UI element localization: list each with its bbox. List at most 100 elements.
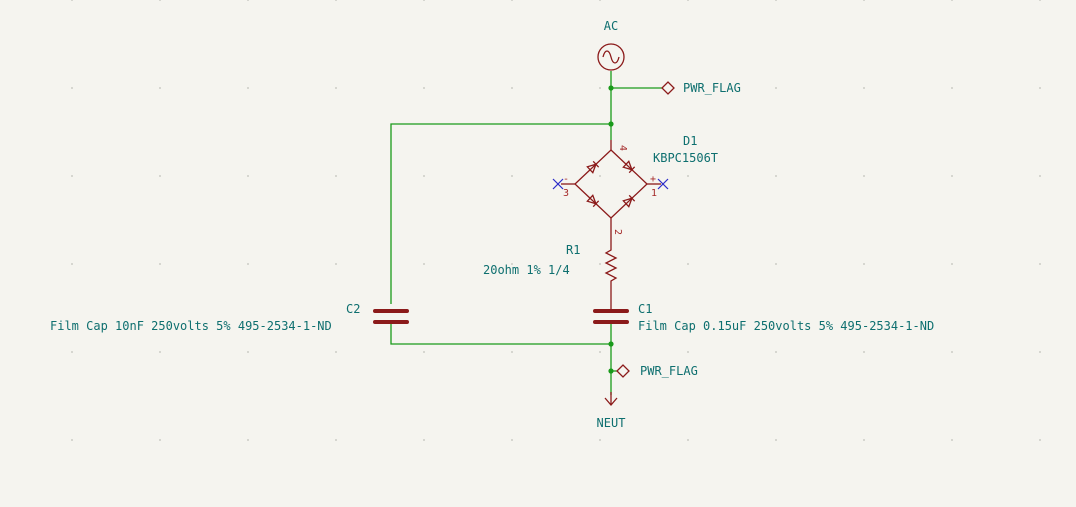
grid-dot [247,351,249,353]
junctions [608,85,614,374]
pwr-flag-icon [661,81,675,95]
grid-dot [599,351,601,353]
grid-dot [159,351,161,353]
pwr-flag-top[interactable]: PWR_FLAG [661,81,741,95]
wire-c2-top[interactable] [390,123,611,304]
r1-resistor[interactable]: R1 20ohm 1% 1/4 [483,243,618,309]
grid-dot [247,175,249,177]
grid-dot [511,439,513,441]
grid-dot [951,0,953,1]
grid-dot [511,263,513,265]
grid-dot [71,87,73,89]
grid-dot [159,0,161,1]
junction-dot [608,121,614,127]
grid-dot [71,0,73,1]
diode-icon [586,194,600,208]
grid-dot [775,0,777,1]
bridge-diamond [574,149,648,219]
grid-dot [247,439,249,441]
grid-dot [863,263,865,265]
junction-dot [608,341,614,347]
grid-dot [863,351,865,353]
grid-dot [71,351,73,353]
neut-ground-symbol[interactable]: NEUT [597,392,626,430]
grid-dot [775,439,777,441]
c1-capacitor[interactable]: C1 Film Cap 0.15uF 250volts 5% 495-2534-… [593,302,934,333]
grid-dot [951,351,953,353]
grid-dot [1039,351,1041,353]
grid-dot [687,263,689,265]
r1-value: 20ohm 1% 1/4 [483,263,570,277]
grid-dot [599,0,601,1]
pwr-flag-top-label: PWR_FLAG [683,81,741,95]
grid-dot [247,0,249,1]
grid-dot [599,87,601,89]
grid-dot [687,0,689,1]
grid-dot [687,175,689,177]
grid-dot [159,175,161,177]
r1-reference: R1 [566,243,580,257]
grid-dot [599,175,601,177]
wires [390,71,662,395]
pwr-flag-bottom-label: PWR_FLAG [640,364,698,378]
grid-dot [951,263,953,265]
grid-dot [71,439,73,441]
d1-bridge-rectifier[interactable]: 4 2 3 1 - + D1 KBPC1506T [552,134,718,246]
d1-reference: D1 [683,134,697,148]
grid-dot [775,351,777,353]
grid-dot [159,263,161,265]
grid-dot [511,87,513,89]
grid-dot [335,263,337,265]
wire-c2-bottom[interactable] [390,323,611,345]
grid-dot [1039,0,1041,1]
grid-dot [1039,87,1041,89]
grid-dot [951,87,953,89]
d1-value: KBPC1506T [653,151,718,165]
diode-icon [622,194,636,208]
grid-dot [1039,263,1041,265]
ac-source-symbol[interactable]: AC [597,19,625,71]
grid-dot [599,439,601,441]
grid-dot [687,351,689,353]
no-connect-icon [552,178,564,190]
d1-pin3-number: 3 [563,188,569,199]
d1-minus-sign: - [563,174,569,185]
ac-net-label: AC [604,19,618,33]
junction-dot [608,368,614,374]
grid-dots [71,0,1041,441]
grid-dot [863,87,865,89]
grid-dot [863,175,865,177]
c2-reference: C2 [346,302,360,316]
c2-value: Film Cap 10nF 250volts 5% 495-2534-1-ND [50,319,332,333]
d1-plus-sign: + [650,174,656,185]
grid-dot [247,87,249,89]
grid-dot [1039,175,1041,177]
grid-dot [335,175,337,177]
grid-dot [1039,439,1041,441]
grid-dot [335,87,337,89]
grid-dot [775,87,777,89]
grid-dot [951,175,953,177]
ac-source-icon [597,43,625,71]
pwr-flag-bottom[interactable]: PWR_FLAG [616,364,698,378]
grid-dot [423,175,425,177]
no-connect-icon [657,178,669,190]
grid-dot [951,439,953,441]
resistor-zigzag-icon [604,246,618,284]
grid-dot [423,263,425,265]
grid-dot [775,263,777,265]
c2-capacitor[interactable]: C2 Film Cap 10nF 250volts 5% 495-2534-1-… [50,302,409,333]
pwr-flag-icon [616,364,630,378]
grid-dot [71,175,73,177]
c1-value: Film Cap 0.15uF 250volts 5% 495-2534-1-N… [638,319,934,333]
grid-dot [511,175,513,177]
grid-dot [423,351,425,353]
grid-dot [599,263,601,265]
grid-dot [335,439,337,441]
grid-dot [335,0,337,1]
d1-pin2-number: 2 [612,229,623,235]
grid-dot [511,0,513,1]
grid-dot [423,0,425,1]
grid-dot [335,351,337,353]
